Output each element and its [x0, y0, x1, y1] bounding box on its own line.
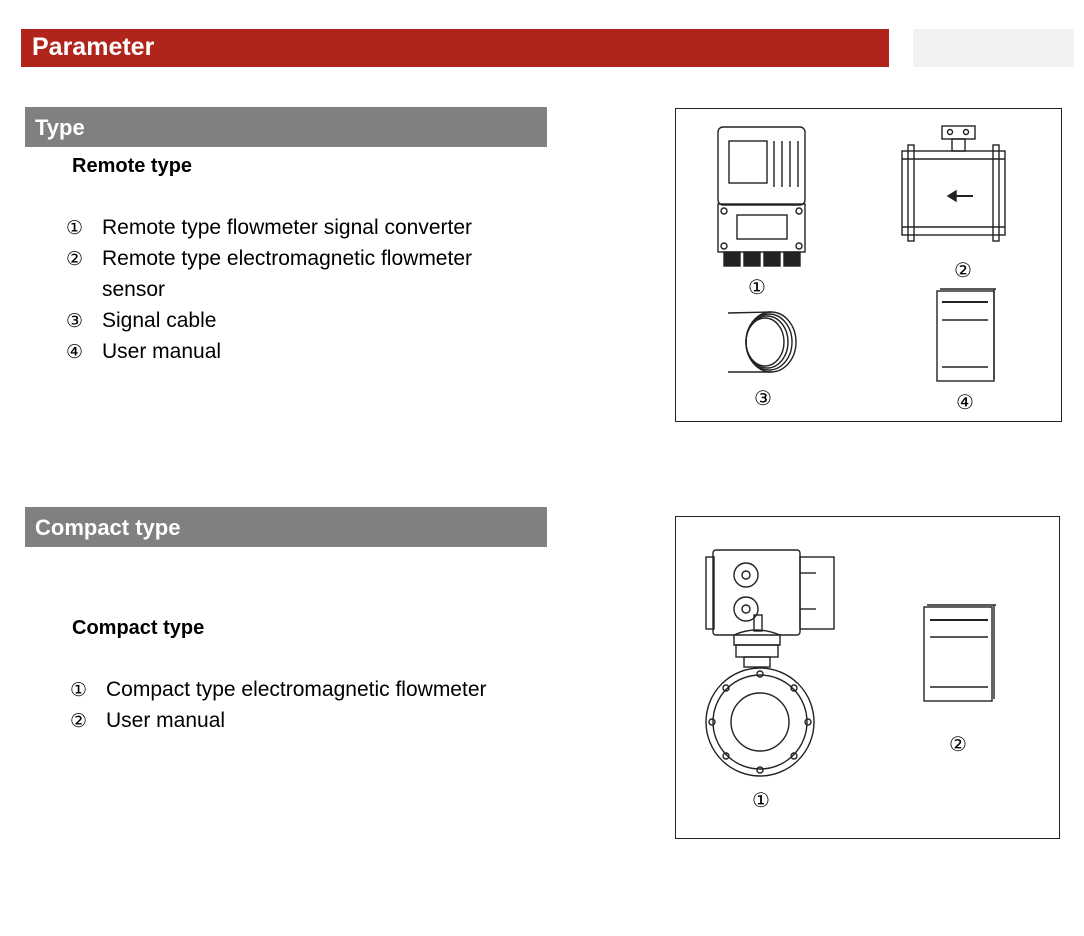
item-text: Compact type electromagnetic flowmeter	[106, 678, 487, 701]
item-number: ①	[66, 217, 84, 239]
item-number: ②	[70, 710, 88, 732]
remote-type-illustration: ① ② ③ ④	[717, 125, 1006, 414]
section-title-type: Type	[35, 115, 85, 140]
flowmeter-sensor-icon	[901, 125, 1006, 242]
section-header-type: Type	[25, 107, 547, 147]
item-text: Remote type flowmeter signal converter	[102, 216, 472, 239]
item-number: ④	[66, 341, 84, 363]
page-title: Parameter	[32, 33, 155, 61]
item-text: User manual	[106, 709, 226, 732]
section-header-compact-type: Compact type	[25, 507, 547, 547]
figure-caption: ④	[956, 390, 974, 414]
figure-caption: ①	[748, 275, 766, 299]
item-continuation: sensor	[102, 278, 166, 301]
section-title-compact-type: Compact type	[35, 515, 181, 540]
compact-flowmeter-icon	[705, 549, 835, 777]
page-header-bar: Parameter	[21, 29, 889, 67]
user-manual-icon	[936, 288, 996, 382]
figure-caption: ②	[949, 732, 967, 756]
compact-subtitle: Compact type	[72, 617, 205, 639]
item-number: ①	[70, 679, 88, 701]
item-text: Remote type electromagnetic flowmeter	[102, 247, 472, 270]
remote-type-figure: ① ② ③ ④	[675, 108, 1062, 422]
signal-converter-icon	[717, 126, 806, 267]
figure-caption: ①	[752, 788, 770, 812]
compact-type-figure: ① ②	[675, 516, 1060, 839]
list-item: ① Compact type electromagnetic flowmeter	[70, 678, 487, 702]
figure-caption: ②	[954, 258, 972, 282]
compact-type-illustration: ① ②	[705, 549, 996, 812]
list-item: ② Remote type electromagnetic flowmeter	[66, 247, 472, 271]
list-item: ② User manual	[70, 709, 225, 733]
item-text: User manual	[102, 340, 222, 363]
header-side-panel	[913, 29, 1074, 67]
list-item: ① Remote type flowmeter signal converter	[66, 216, 472, 240]
signal-cable-icon	[727, 311, 797, 373]
item-text: Signal cable	[102, 309, 217, 332]
list-item: ④ User manual	[66, 340, 221, 364]
item-number: ③	[66, 310, 84, 332]
list-item: ③ Signal cable	[66, 309, 216, 333]
item-number: ②	[66, 248, 84, 270]
user-manual-icon	[923, 604, 996, 702]
remote-subtitle: Remote type	[72, 155, 193, 177]
figure-caption: ③	[754, 386, 772, 410]
